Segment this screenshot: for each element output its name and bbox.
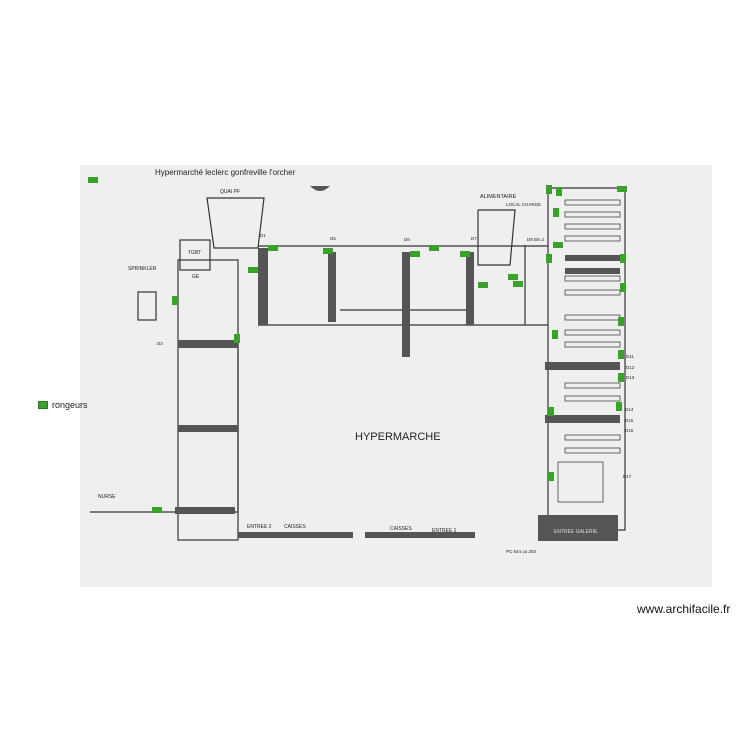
svg-text:D5: D5 [330,236,336,241]
main-area-label: HYPERMARCHE [355,431,441,443]
rodent-marker [234,334,240,343]
rodent-marker [546,254,552,263]
rodent-marker [616,402,622,411]
svg-text:ENTREE 2: ENTREE 2 [247,524,272,530]
rodent-marker [323,248,333,254]
svg-text:NURSE: NURSE [98,494,116,500]
svg-text:ENTREE GALERIE: ENTREE GALERIE [554,529,598,535]
rodent-marker [556,187,562,196]
svg-text:D7: D7 [471,236,477,241]
rodent-marker [618,350,624,359]
svg-text:D16: D16 [625,428,634,433]
rodent-marker [620,283,626,292]
hatched-zones [175,186,620,541]
legend: rongeurs [38,400,88,410]
rodent-marker [618,373,624,382]
rodent-marker [618,317,624,326]
rodent-marker [508,274,518,280]
svg-text:QUAI PF: QUAI PF [220,189,240,195]
svg-text:D12: D12 [626,365,635,370]
svg-text:D1: D1 [260,233,266,238]
svg-text:D13: D13 [626,375,635,380]
svg-text:D3: D3 [157,341,163,346]
rodent-marker [429,245,439,251]
rodent-marker [548,407,554,416]
rodent-marker [552,330,558,339]
svg-text:D15: D15 [625,418,634,423]
svg-text:ENTREE 1: ENTREE 1 [432,528,457,534]
svg-text:D6: D6 [404,237,410,242]
rodent-marker [460,251,470,257]
svg-text:PC 644 ou 283: PC 644 ou 283 [506,549,537,554]
rodent-marker [546,185,552,194]
svg-text:D14: D14 [625,407,634,412]
svg-text:TGBT: TGBT [188,250,201,256]
svg-text:D9 Bis 2: D9 Bis 2 [527,237,545,242]
rodent-marker [548,472,554,481]
legend-label: rongeurs [52,400,88,410]
svg-text:D11: D11 [626,354,634,359]
rodent-marker [620,254,626,263]
rodent-marker [617,186,627,192]
rodent-marker [478,282,488,288]
plan-title: Hypermarché leclerc gonfreville l'orcher [155,168,296,177]
rodent-marker [553,242,563,248]
svg-text:LOCAL CHARGE: LOCAL CHARGE [506,202,541,207]
svg-text:CAISSES: CAISSES [390,526,412,532]
rodent-marker [268,245,278,251]
rodent-markers [88,177,627,513]
svg-text:ALIMENTAIRE: ALIMENTAIRE [480,194,517,200]
svg-text:D17: D17 [623,474,632,479]
footer-site: www.archifacile.fr [637,602,731,616]
svg-text:SPRINKLER: SPRINKLER [128,266,157,272]
rodent-marker [172,296,178,305]
rodent-marker [152,507,162,513]
plan-labels: Hypermarché leclerc gonfreville l'orcher… [98,168,635,554]
rodent-marker [513,281,523,287]
svg-text:GE: GE [192,274,200,280]
svg-text:CAISSES: CAISSES [284,524,306,530]
rodent-marker [410,251,420,257]
rodent-marker [248,267,258,273]
rodent-marker [88,177,98,183]
rodent-marker [553,208,559,217]
legend-swatch [38,401,48,409]
